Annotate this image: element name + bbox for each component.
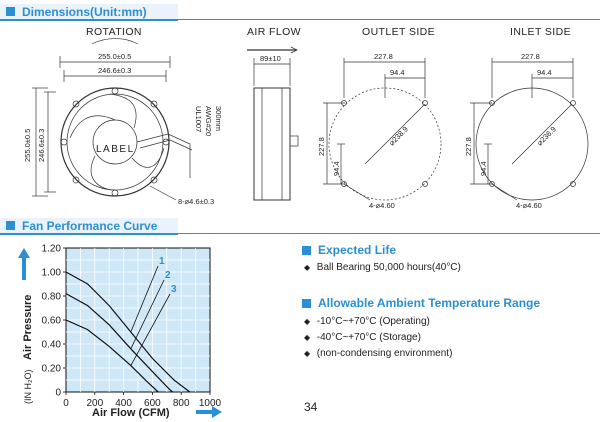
y-tick-label: 0.40 (42, 340, 62, 351)
dim-255-width: 255.0±0.5 (98, 52, 131, 61)
dim-255-height: 255.0±0.5 (23, 129, 32, 162)
inlet-side-label: INLET SIDE (510, 26, 571, 38)
chart-x-ticks: 0 200 400 600 800 1000 (63, 392, 222, 409)
y-axis-arrow-icon (18, 248, 30, 280)
dimensions-title: Dimensions(Unit:mm) (22, 5, 147, 19)
bullet-diamond-icon: ◆ (304, 263, 311, 272)
temp-item-storage: ◆ -40°C~+70°C (Storage) (304, 332, 421, 343)
x-tick-label: 800 (173, 398, 190, 409)
y-tick-label: 0.20 (42, 364, 62, 375)
performance-title: Fan Performance Curve (22, 219, 158, 233)
x-tick-label: 1000 (199, 398, 222, 409)
curve-label-2: 2 (165, 270, 171, 281)
inlet-width: 227.8 (521, 52, 540, 61)
expected-life-title: Expected Life (318, 243, 397, 257)
temp-item-note: ◆ (non-condensing environment) (304, 348, 453, 359)
cable-spec-2: AWG#20 (204, 106, 213, 136)
inlet-94-v: 94.4 (479, 161, 488, 176)
page-number: 34 (304, 400, 318, 414)
curve-label-3: 3 (171, 284, 177, 295)
section-marker-icon (6, 221, 15, 230)
temp-range-title: Allowable Ambient Temperature Range (318, 296, 541, 310)
curve-series-3 (65, 319, 159, 393)
dim-246-width: 246.6±0.3 (98, 66, 131, 75)
cable-spec-3: 300mm (214, 106, 223, 131)
outlet-width: 227.8 (374, 52, 393, 61)
outlet-holes: 4-⌀4.60 (369, 201, 395, 210)
outlet-94: 94.4 (390, 68, 405, 77)
fan-depth: 89±10 (260, 54, 281, 63)
inlet-94: 94.4 (537, 68, 552, 77)
rotation-label: ROTATION (86, 26, 142, 38)
inlet-diameter: ⌀236.9 (535, 125, 558, 148)
dim-246-height: 246.6±0.3 (37, 129, 46, 162)
y-tick-label: 0 (55, 388, 61, 399)
bullet-diamond-icon: ◆ (304, 317, 311, 326)
chart-grid (66, 248, 210, 392)
fan-label-text: LABEL (96, 144, 135, 155)
bullet-diamond-icon: ◆ (304, 333, 311, 342)
outlet-height: 227.8 (317, 137, 326, 156)
x-tick-label: 600 (144, 398, 161, 409)
expected-life-item: ◆ Ball Bearing 50,000 hours(40°C) (304, 262, 461, 273)
y-tick-label: 0.60 (42, 316, 62, 327)
temp-item-operating: ◆ -10°C~+70°C (Operating) (304, 316, 430, 327)
outlet-diameter: ⌀238.9 (387, 125, 410, 148)
y-axis-unit: (IN H₂O) (23, 370, 33, 405)
performance-section-header: Fan Performance Curve (0, 218, 600, 235)
section-marker-icon (6, 7, 15, 16)
x-axis-arrow-icon (196, 406, 222, 418)
dimension-drawings: 255.0±0.5 246.6±0.3 255.0±0.5 246.6±0.3 … (23, 38, 589, 210)
x-tick-label: 200 (86, 398, 103, 409)
expected-life-marker-icon (302, 246, 311, 255)
inlet-holes: 4-⌀4.60 (516, 201, 542, 210)
chart-y-ticks: 0 0.20 0.40 0.60 0.80 1.00 1.20 (42, 244, 66, 399)
chart-curves (65, 265, 191, 393)
hole-diameter: 8-⌀4.6±0.3 (178, 197, 214, 206)
x-axis-label: Air Flow (CFM) (92, 407, 170, 419)
chart-curve-labels: 123 (159, 256, 177, 295)
y-tick-label: 1.20 (42, 244, 62, 255)
y-axis-label: Air Pressure (22, 295, 34, 360)
curve-pointer-2 (130, 279, 165, 349)
curve-label-1: 1 (159, 256, 165, 267)
inlet-height: 227.8 (464, 137, 473, 156)
temp-range-marker-icon (302, 299, 311, 308)
x-tick-label: 400 (115, 398, 132, 409)
y-tick-label: 0.80 (42, 292, 62, 303)
x-tick-label: 0 (63, 398, 69, 409)
bullet-diamond-icon: ◆ (304, 349, 311, 358)
outlet-94-v: 94.4 (332, 161, 341, 176)
dimensions-section-header: Dimensions(Unit:mm) (0, 4, 600, 21)
fan-performance-chart: 123 0 0.20 0.40 0.60 0.80 1.00 1.20 0 200 400 600… (18, 244, 222, 419)
cable-spec-1: UL1007 (194, 106, 203, 132)
y-tick-label: 1.00 (42, 268, 62, 279)
air-flow-label: AIR FLOW (247, 26, 301, 38)
curve-pointer-1 (130, 265, 159, 333)
curve-pointer-3 (130, 293, 171, 366)
outlet-side-label: OUTLET SIDE (362, 26, 436, 38)
